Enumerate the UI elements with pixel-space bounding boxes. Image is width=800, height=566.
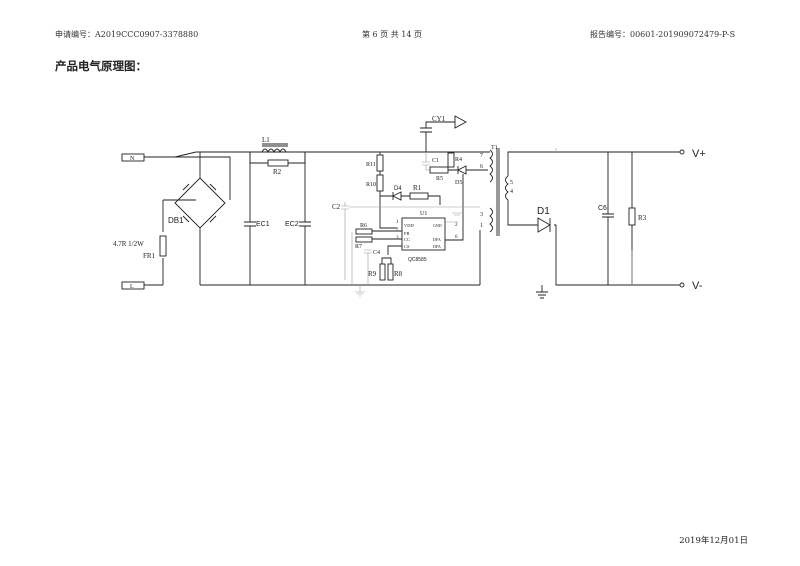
schematic-label: EC1 (256, 221, 270, 228)
schematic-label: 5 (510, 180, 513, 186)
schematic-label: R1 (413, 184, 422, 192)
schematic-label: CY1 (432, 115, 446, 123)
schematic-label: R3 (638, 214, 647, 222)
schematic-label: D5 (455, 180, 462, 186)
schematic-label: QC8585 (408, 257, 427, 263)
ic-u1: U1 VDD FB CC CS GND DFA DFA 1 2 3 6 2 QC… (396, 211, 458, 263)
section-title: 产品电气原理图： (55, 59, 147, 73)
schematic-label: FB (404, 231, 410, 236)
schematic-label: FR1 (143, 252, 156, 260)
schematic-label: DB1 (168, 216, 184, 225)
schematic-label: D4 (394, 186, 402, 192)
fuse-fr1 (159, 235, 167, 257)
schematic-label: 2 (455, 223, 458, 228)
schematic-label: N (130, 156, 135, 162)
schematic-label: C4 (373, 250, 380, 256)
schematic-label: C2 (332, 203, 341, 211)
schematic-label: R6 (360, 223, 367, 229)
schematic-label: 1 (396, 220, 399, 225)
application-number: 申请编号：A2019CCC0907-3378880 (55, 30, 199, 39)
schematic-label: 4 (510, 189, 513, 195)
schematic-label: 6 (455, 235, 458, 240)
schematic-label: C1 (432, 158, 439, 164)
schematic-label: EC2 (285, 221, 299, 228)
resistor-r2 (267, 159, 289, 167)
schematic-label: L (130, 284, 134, 290)
schematic-label: 3 (396, 236, 399, 241)
schematic-label: R11 (366, 162, 376, 168)
schematic-label: L1 (262, 136, 270, 144)
schematic-label: V- (692, 280, 703, 292)
footer-date: 2019年12月01日 (679, 536, 748, 546)
schematic-label: R9 (368, 270, 377, 278)
schematic-label: 1 (480, 223, 483, 229)
schematic-label: R8 (394, 270, 403, 278)
schematic-label: 2 (396, 228, 399, 233)
terminal-n: N (121, 153, 145, 162)
schematic-label: VDD (404, 223, 414, 228)
schematic-label: R7 (355, 244, 362, 250)
schematic-label: R4 (455, 157, 462, 163)
schematic-label: DFA (433, 237, 441, 242)
schematic-label: 7 (480, 153, 483, 159)
terminal-l: L (121, 281, 145, 290)
schematic-label: CC (404, 237, 410, 242)
schematic-label: T1 (491, 145, 498, 151)
schematic-label: V+ (692, 148, 706, 160)
schematic-label: C6 (598, 205, 607, 212)
schematic-label: DFA (433, 244, 441, 249)
schematic-label: CS (404, 244, 410, 249)
page-number: 第 6 页 共 14 页 (362, 30, 422, 39)
bridge-rectifier-db1: DB1 (168, 152, 226, 285)
schematic-label: 4.7R 1/2W (113, 240, 144, 248)
schematic-label: R10 (366, 182, 376, 188)
transformer-t1: T1 7 6 5 4 3 1 (480, 145, 513, 236)
schematic-label: 6 (480, 164, 483, 170)
schematic-label: GND (433, 223, 442, 228)
schematic-label: R2 (273, 168, 282, 176)
schematic-label: R5 (436, 176, 443, 182)
schematic-label: D1 (537, 206, 550, 217)
schematic-label: 3 (480, 212, 483, 218)
schematic-label: U1 (420, 211, 427, 217)
report-number: 报告编号：00601-201909072479-P-S (590, 30, 736, 39)
